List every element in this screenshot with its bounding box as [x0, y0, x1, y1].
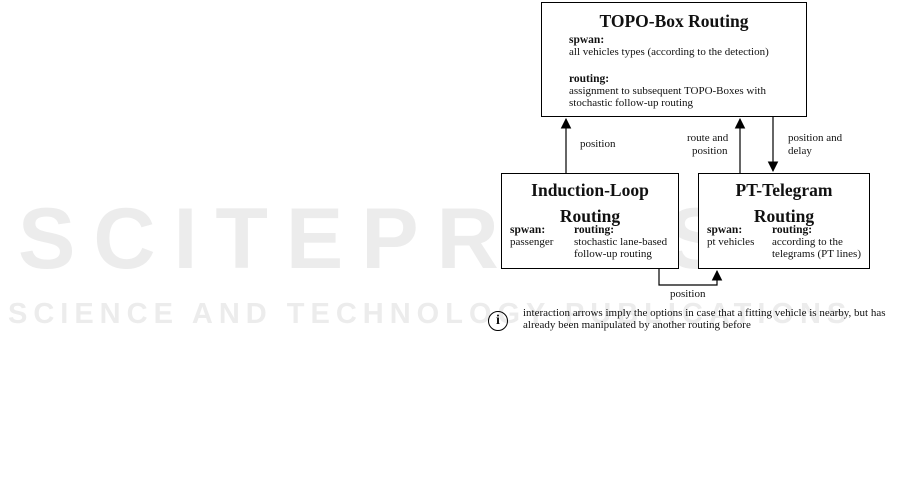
label-topo-to-pt-line1: position and: [788, 132, 843, 144]
topo-box-spawn-label: spwan:: [569, 34, 605, 46]
induction-box-spawn-label: spwan:: [510, 224, 546, 236]
pt-box-routing-label: routing:: [772, 224, 813, 236]
induction-loop-routing-node: Induction-Loop Routing spwan: passenger …: [501, 173, 679, 269]
topo-box-routing-label: routing:: [569, 73, 610, 85]
label-pt-to-topo-line1: route and: [687, 132, 729, 144]
topo-box-routing-line2: stochastic follow-up routing: [569, 97, 694, 109]
pt-box-routing-line1: according to the: [772, 236, 843, 248]
interaction-note: interaction arrows imply the options in …: [523, 307, 886, 331]
induction-box-spawn-section: spwan: passenger: [510, 224, 553, 248]
pt-box-spawn-text: pt vehicles: [707, 236, 755, 248]
pt-box-routing-line2: telegrams (PT lines): [772, 248, 861, 260]
arrow-induction-to-pt: [658, 269, 723, 286]
label-topo-to-pt-line2: delay: [788, 145, 812, 157]
pt-box-spawn-label: spwan:: [707, 224, 743, 236]
induction-box-routing-line2: follow-up routing: [574, 248, 652, 260]
induction-box-routing-line1: stochastic lane-based: [574, 236, 668, 248]
topo-box-title: TOPO-Box Routing: [599, 11, 749, 31]
topo-box-routing-node: TOPO-Box Routing spwan: all vehicles typ…: [541, 2, 807, 117]
pt-box-routing-section: routing: according to the telegrams (PT …: [772, 224, 861, 260]
topo-box-spawn-text: all vehicles types (according to the det…: [569, 46, 769, 58]
label-induction-to-topo: position: [580, 138, 616, 150]
info-icon: i: [488, 311, 508, 331]
pt-box-title-line2: Routing: [753, 206, 815, 226]
topo-box-spawn-section: spwan: all vehicles types (according to …: [569, 34, 769, 58]
induction-box-spawn-text: passenger: [510, 236, 554, 248]
pt-telegram-routing-node: PT-Telegram Routing spwan: pt vehicles r…: [698, 173, 870, 269]
induction-box-title-line2: Routing: [559, 206, 621, 226]
pt-box-title-line1: PT-Telegram: [735, 180, 833, 200]
induction-box-title-line1: Induction-Loop: [531, 180, 649, 200]
label-induction-to-pt: position: [670, 288, 706, 300]
topo-box-routing-section: routing: assignment to subsequent TOPO-B…: [569, 73, 766, 109]
pt-box-spawn-section: spwan: pt vehicles: [707, 224, 754, 248]
topo-box-routing-line1: assignment to subsequent TOPO-Boxes with: [569, 85, 766, 97]
induction-box-routing-label: routing:: [574, 224, 615, 236]
label-pt-to-topo-line2: position: [692, 145, 728, 157]
induction-box-routing-section: routing: stochastic lane-based follow-up…: [574, 224, 667, 260]
